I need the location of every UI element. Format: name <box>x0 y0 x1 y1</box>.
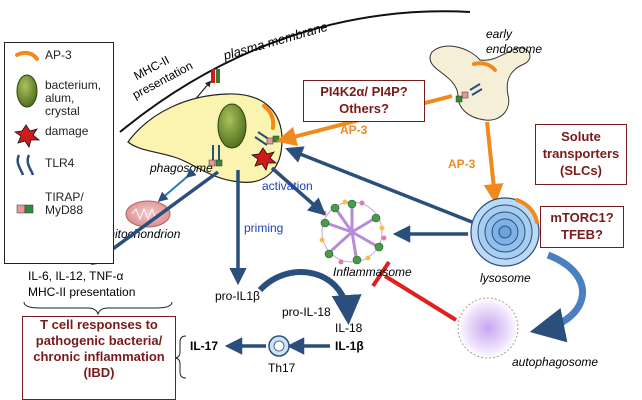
legend-bacterium: bacterium, alum, crystal <box>45 78 102 118</box>
cytokines-line2: MHC-II presentation <box>28 285 135 299</box>
ap3-right-label: AP-3 <box>448 157 476 171</box>
mhc-molecule-surface <box>211 69 215 83</box>
plasma-membrane-label: plasma membrane <box>221 19 330 63</box>
ap3-coat-endosome <box>472 61 497 72</box>
damage-phagosome <box>250 147 278 171</box>
ap3-top-label: AP-3 <box>340 123 368 137</box>
inflammasome-label: Inflammasome <box>333 265 412 279</box>
il1b-label: IL-1β <box>335 339 364 353</box>
lysosome-label: lysosome <box>480 271 531 285</box>
il17-label: IL-17 <box>190 339 218 353</box>
damage-legend-icon <box>13 124 41 148</box>
activation-arrow <box>270 166 326 216</box>
ap3-coat-lysosome <box>515 198 539 224</box>
plasma-membrane-line <box>119 10 471 133</box>
inflammasome-complex <box>319 199 387 265</box>
legend-icons <box>13 50 41 214</box>
pro-il1b-label: pro-IL1β <box>215 289 260 303</box>
tlr4-endosome <box>469 83 483 96</box>
legend-tlr4: TLR4 <box>45 156 75 170</box>
bacterium-legend-icon <box>16 74 38 108</box>
phagosome-label: phagosome <box>149 161 213 175</box>
il18-label: IL-18 <box>335 321 363 335</box>
pi4k-box: PI4K2α/ PI4P? Others? <box>303 80 425 122</box>
lysosome-autophagosome-arrow <box>529 251 587 343</box>
mitochondrion-label: mitochondrion <box>105 227 181 241</box>
mitochondrion <box>125 200 171 228</box>
slc-box: Solute transporters (SLCs) <box>535 124 627 185</box>
tirap-phagosome-a <box>208 159 216 167</box>
tirap-endosome-a <box>461 91 469 99</box>
early-endosome <box>429 45 531 121</box>
legend-ap3: AP-3 <box>45 48 72 62</box>
tirap-phagosome-b <box>215 159 223 167</box>
th17-nucleus <box>273 340 285 352</box>
cytokine-arrow <box>90 170 220 266</box>
cytokines-line1: IL-6, IL-12, TNF-α <box>28 269 123 283</box>
bacterium-in-phagosome <box>217 103 247 149</box>
lysosome-phagosome-arrow <box>285 146 473 224</box>
legend-damage: damage <box>45 124 89 138</box>
cytokine-bracket <box>23 301 173 316</box>
lysosome <box>470 197 540 267</box>
tirap-endosome-b <box>455 95 463 103</box>
ap3-legend-icon <box>15 50 39 61</box>
autophagy-inhibit-bar <box>371 260 391 288</box>
early-endosome-label: early endosome <box>486 27 542 56</box>
pro-il18-label: pro-IL-18 <box>282 305 331 319</box>
th17-label: Th17 <box>268 361 296 375</box>
autophagy-inhibit-line <box>383 274 458 322</box>
legend-panel: AP-3 bacterium, alum, crystal damage TLR… <box>4 42 114 264</box>
processing-curve-arrow <box>257 269 362 325</box>
ap3-coat-phagosome <box>262 104 276 130</box>
autophagosome <box>457 297 519 359</box>
tirap-phagosome-d <box>272 135 280 143</box>
tcell-response-box: T cell responses to pathogenic bacteria/… <box>22 316 176 400</box>
mtorc-box: mTORC1? TFEB? <box>540 206 624 248</box>
mhc-presentation-label: MHC-II presentation <box>123 44 195 101</box>
tirap-legend-icon <box>16 204 26 214</box>
priming-label: priming <box>244 221 283 235</box>
legend-tirap: TIRAP/ MyD88 <box>45 190 84 217</box>
mhc-molecule-surface-b <box>216 69 220 83</box>
autophagosome-label: autophagosome <box>512 355 598 369</box>
tirap-phagosome-c <box>266 137 274 145</box>
ap3-arrow-endosome-lysosome <box>483 121 504 204</box>
activation-label: activation <box>262 179 313 193</box>
tlr4-legend-icon <box>16 154 35 176</box>
phagosome-mito-arrow <box>157 167 197 202</box>
myd88-legend-icon <box>24 204 34 214</box>
